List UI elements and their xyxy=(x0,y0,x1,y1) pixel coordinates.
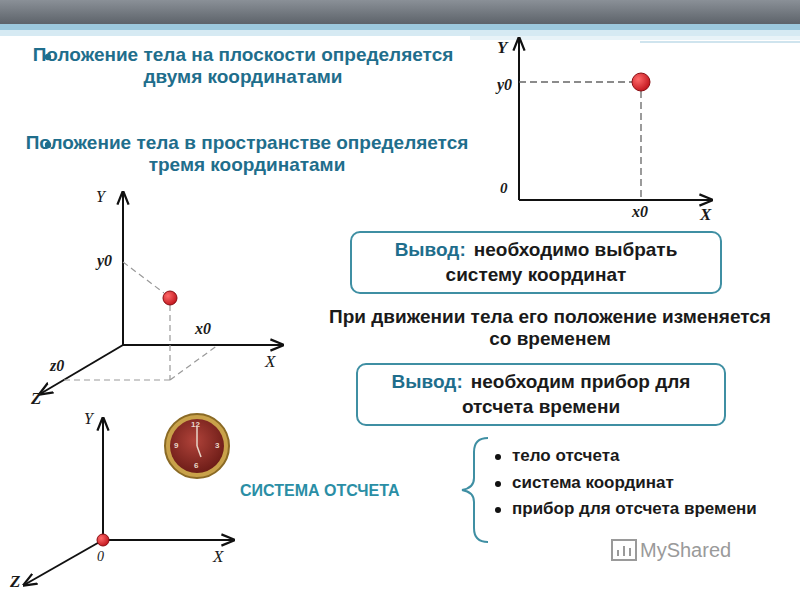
conclusion-heading: Вывод: xyxy=(392,371,463,392)
body-point xyxy=(632,73,650,91)
clock-number: 12 xyxy=(191,420,200,429)
body-point xyxy=(163,291,177,305)
coordinate-label: z0 xyxy=(50,357,64,375)
top-band xyxy=(0,24,800,30)
coordinate-label: y0 xyxy=(497,76,512,94)
clock-number: 6 xyxy=(194,461,198,470)
list-item: система координат xyxy=(512,473,772,493)
list-item: тело отсчета xyxy=(512,446,772,466)
axis-name: Y xyxy=(497,38,507,58)
axis-name: X xyxy=(213,547,223,567)
reference-body xyxy=(97,534,109,546)
clock-icon xyxy=(165,414,229,478)
watermark: MyShared xyxy=(640,539,731,562)
clock-number: 9 xyxy=(174,441,178,450)
top-band xyxy=(0,30,800,36)
reference-axes xyxy=(24,418,234,585)
dashed-projection xyxy=(62,262,218,380)
axis-name: Y xyxy=(96,188,105,206)
list-item: прибор для отсчета времени xyxy=(512,499,772,519)
top-bar xyxy=(0,0,800,24)
space-axes xyxy=(40,192,283,394)
system-title: СИСТЕМА ОТСЧЕТА xyxy=(240,482,400,500)
top-band xyxy=(640,41,800,43)
statement-text: При движении тела его положение изменяет… xyxy=(325,306,775,350)
axis-name: Z xyxy=(31,389,41,409)
conclusion-text: необходим прибор для отсчета времени xyxy=(462,371,690,417)
conclusion-text: необходимо выбрать систему координат xyxy=(446,239,678,285)
origin-label: 0 xyxy=(500,180,508,197)
origin-label: 0 xyxy=(97,549,104,565)
bullet-text: Положение тела в пространстве определяет… xyxy=(22,132,472,176)
axis-name: X xyxy=(265,352,275,372)
watermark-icon xyxy=(612,540,636,560)
coordinate-label: x0 xyxy=(195,320,211,338)
clock-number: 3 xyxy=(215,441,219,450)
axis-name: Y xyxy=(84,410,93,428)
conclusion-box: Вывод:необходимо выбрать систему координ… xyxy=(350,231,722,294)
coordinate-label: x0 xyxy=(632,203,648,221)
list-bullet xyxy=(495,454,501,513)
curly-bracket xyxy=(462,438,488,542)
plane-axes xyxy=(519,38,712,200)
axis-name: X xyxy=(700,205,711,225)
conclusion-box: Вывод:необходим прибор для отсчета време… xyxy=(356,363,726,426)
bullet-text: Положение тела на плоскости определяется… xyxy=(18,44,468,88)
conclusion-heading: Вывод: xyxy=(395,239,466,260)
coordinate-label: y0 xyxy=(97,252,112,270)
axis-name: Z xyxy=(10,572,20,592)
dashed-projection xyxy=(519,82,641,200)
